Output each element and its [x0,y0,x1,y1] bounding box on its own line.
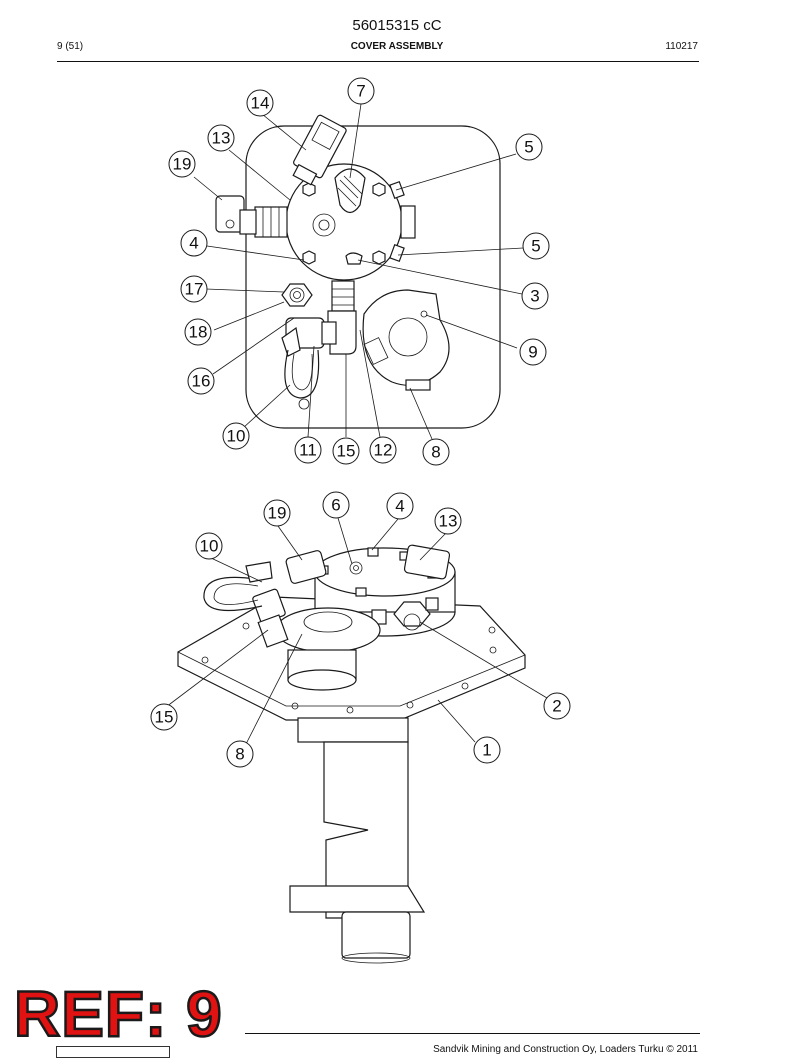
svg-text:17: 17 [185,280,204,299]
balloon-part-15[interactable]: 15 [332,437,360,465]
svg-text:3: 3 [530,287,539,306]
svg-text:16: 16 [192,372,211,391]
svg-text:5: 5 [531,237,540,256]
cover-plate-outline [245,125,501,429]
svg-text:4: 4 [189,234,198,253]
svg-text:18: 18 [189,323,208,342]
svg-text:2: 2 [552,697,561,716]
balloon-part-14[interactable]: 14 [246,89,274,117]
balloon-iso-part-13[interactable]: 13 [434,507,462,535]
top-view-balloons: 7 14 13 19 5 5 4 3 17 18 9 16 10 11 15 1… [168,77,550,466]
svg-text:4: 4 [395,497,404,516]
svg-text:10: 10 [200,537,219,556]
iso-view-balloons: 6 4 19 13 10 2 15 1 8 [150,491,571,768]
iso-view-drawing [177,544,526,964]
svg-text:19: 19 [268,504,287,523]
balloon-part-19[interactable]: 19 [168,150,196,178]
svg-text:10: 10 [227,427,246,446]
balloon-part-5-upper[interactable]: 5 [515,133,543,161]
balloon-part-4[interactable]: 4 [180,229,208,257]
svg-text:8: 8 [235,745,244,764]
balloon-part-17[interactable]: 17 [180,275,208,303]
balloon-part-9[interactable]: 9 [519,338,547,366]
top-view-leaders [193,103,524,440]
svg-text:13: 13 [212,129,231,148]
svg-text:11: 11 [299,441,317,460]
svg-text:15: 15 [337,442,356,461]
svg-text:8: 8 [431,443,440,462]
balloon-iso-part-2[interactable]: 2 [543,692,571,720]
balloon-iso-part-10[interactable]: 10 [195,532,223,560]
svg-text:13: 13 [439,512,458,531]
top-view-drawing [215,114,501,429]
balloon-iso-part-15[interactable]: 15 [150,703,178,731]
footer-rule [245,1033,700,1034]
balloon-iso-part-4[interactable]: 4 [386,492,414,520]
balloon-part-3[interactable]: 3 [521,282,549,310]
svg-text:12: 12 [374,441,393,460]
svg-text:1: 1 [482,741,491,760]
svg-text:5: 5 [524,138,533,157]
footer-copyright: Sandvik Mining and Construction Oy, Load… [433,1044,698,1055]
document-number: 56015315 cC [352,17,442,34]
section-title: COVER ASSEMBLY [350,41,444,52]
svg-text:14: 14 [251,94,270,113]
balloon-part-11[interactable]: 11 [294,436,322,464]
balloon-part-10[interactable]: 10 [222,422,250,450]
balloon-part-8[interactable]: 8 [422,438,450,466]
balloon-iso-part-8[interactable]: 8 [226,740,254,768]
page-number: 9 (51) [57,41,84,52]
balloon-part-18[interactable]: 18 [184,318,212,346]
iso-view-leaders [165,517,548,745]
svg-text:7: 7 [356,82,365,101]
balloon-part-5-lower[interactable]: 5 [522,232,550,260]
balloon-part-16[interactable]: 16 [187,367,215,395]
reference-stamp: REF: 9 [13,978,223,1050]
header-rule [57,61,699,62]
date-code: 110217 [665,41,698,52]
balloon-part-7[interactable]: 7 [347,77,375,105]
balloon-iso-part-19[interactable]: 19 [263,499,291,527]
balloon-iso-part-6[interactable]: 6 [322,491,350,519]
svg-text:9: 9 [528,343,537,362]
balloon-iso-part-1[interactable]: 1 [473,736,501,764]
svg-text:6: 6 [331,496,340,515]
svg-text:19: 19 [173,155,192,174]
svg-text:15: 15 [155,708,174,727]
balloon-part-13[interactable]: 13 [207,124,235,152]
balloon-part-12[interactable]: 12 [369,436,397,464]
